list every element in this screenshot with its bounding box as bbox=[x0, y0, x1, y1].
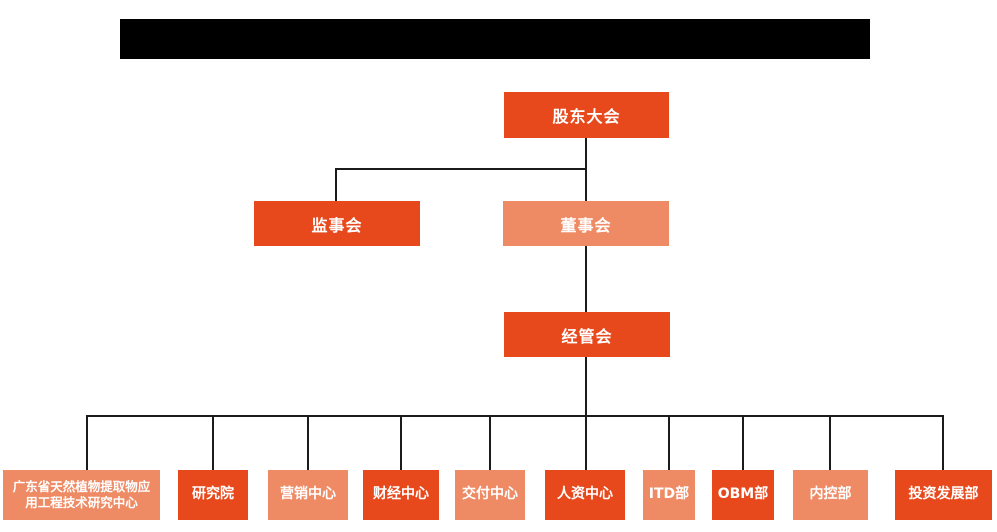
node-supervisory-board: 监事会 bbox=[254, 201, 420, 246]
connector-level2-bus bbox=[335, 168, 587, 170]
dept-research-institute: 研究院 bbox=[178, 470, 248, 520]
dept-internal-control: 内控部 bbox=[793, 470, 868, 520]
dept-hr-center: 人资中心 bbox=[545, 470, 625, 520]
node-label: 经管会 bbox=[561, 326, 613, 346]
connector-drop-7 bbox=[668, 415, 670, 470]
node-label: 交付中心 bbox=[462, 486, 518, 503]
node-label: 财经中心 bbox=[373, 486, 429, 503]
node-label: 营销中心 bbox=[280, 486, 336, 503]
connector-drop-9 bbox=[829, 415, 831, 470]
node-label: 研究院 bbox=[192, 486, 234, 503]
node-label: 广东省天然植物提取物应用工程技术研究中心 bbox=[12, 479, 151, 510]
node-label: 内控部 bbox=[809, 486, 852, 503]
redacted-title-bar bbox=[120, 19, 870, 59]
node-label: 董事会 bbox=[560, 215, 612, 235]
dept-delivery-center: 交付中心 bbox=[455, 470, 525, 520]
node-label: 人资中心 bbox=[557, 486, 613, 503]
node-board-of-directors: 董事会 bbox=[503, 201, 669, 246]
node-label: 监事会 bbox=[311, 215, 363, 235]
dept-itd: ITD部 bbox=[643, 470, 695, 520]
dept-investment-development: 投资发展部 bbox=[895, 470, 992, 520]
connector-departments-bus bbox=[86, 415, 944, 417]
connector-drop-2 bbox=[212, 415, 214, 470]
connector-drop-6 bbox=[585, 415, 587, 470]
connector-to-board bbox=[585, 168, 587, 201]
dept-research-center: 广东省天然植物提取物应用工程技术研究中心 bbox=[3, 470, 160, 520]
connector-management-down bbox=[585, 357, 587, 417]
connector-drop-8 bbox=[742, 415, 744, 470]
node-label: 股东大会 bbox=[552, 107, 621, 126]
connector-board-to-management bbox=[585, 246, 587, 312]
node-management-committee: 经管会 bbox=[504, 312, 670, 357]
connector-drop-1 bbox=[86, 415, 88, 470]
dept-finance-center: 财经中心 bbox=[363, 470, 439, 520]
connector-drop-4 bbox=[400, 415, 402, 470]
node-label: OBM部 bbox=[717, 486, 769, 503]
connector-drop-3 bbox=[307, 415, 309, 470]
connector-drop-10 bbox=[942, 415, 944, 470]
dept-marketing-center: 营销中心 bbox=[268, 470, 348, 520]
node-shareholders-meeting: 股东大会 bbox=[504, 92, 669, 138]
node-label: 投资发展部 bbox=[908, 486, 979, 503]
connector-shareholders-down bbox=[585, 138, 587, 169]
connector-to-supervisory bbox=[335, 168, 337, 201]
dept-obm: OBM部 bbox=[712, 470, 774, 520]
connector-drop-5 bbox=[489, 415, 491, 470]
node-label: ITD部 bbox=[648, 486, 690, 503]
